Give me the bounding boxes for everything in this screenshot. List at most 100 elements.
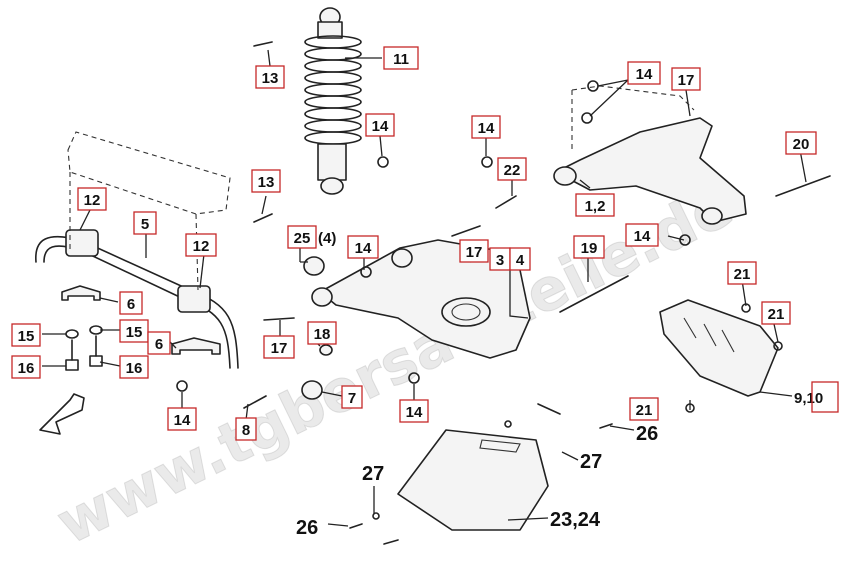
callouts: 11 13 14 13 14 22 1,2 14 17 20 14 12 5 1… — [11, 46, 839, 539]
svg-text:1,2: 1,2 — [585, 198, 606, 215]
svg-text:21: 21 — [734, 266, 751, 283]
callout-21-bottom: 21 — [629, 397, 659, 421]
callout-20: 20 — [785, 131, 817, 155]
svg-text:3: 3 — [496, 252, 504, 269]
callout-7: 7 — [341, 385, 363, 409]
callout-14-arm-bottom: 14 — [625, 223, 659, 247]
foot-plate — [397, 429, 549, 531]
shock-absorber — [304, 7, 362, 195]
svg-text:14: 14 — [478, 120, 495, 137]
svg-text:(4): (4) — [318, 230, 336, 247]
stabilizer-link — [301, 380, 323, 400]
svg-text:20: 20 — [793, 136, 810, 153]
callout-17-lower: 17 — [263, 335, 295, 359]
callout-9-10: 9,10 — [794, 381, 839, 413]
callout-26-left: 26 — [296, 517, 318, 539]
svg-text:16: 16 — [18, 360, 35, 377]
clamp-left — [61, 285, 101, 301]
svg-text:7: 7 — [348, 390, 356, 407]
svg-text:16: 16 — [126, 360, 143, 377]
svg-text:21: 21 — [768, 306, 785, 323]
clamp-right — [171, 337, 221, 355]
svg-text:14: 14 — [355, 240, 372, 257]
svg-text:5: 5 — [141, 216, 149, 233]
svg-text:14: 14 — [174, 412, 191, 429]
callout-14-arm: 14 — [627, 61, 661, 85]
callout-14-left: 14 — [167, 407, 197, 431]
svg-text:6: 6 — [155, 336, 163, 353]
skid-plate — [659, 299, 779, 397]
callout-13-bottom: 13 — [251, 169, 281, 193]
callout-6-bottom: 6 — [147, 331, 171, 355]
svg-text:19: 19 — [581, 240, 598, 257]
leader-lines — [42, 49, 807, 527]
callout-19: 19 — [573, 235, 605, 259]
svg-text:15: 15 — [18, 328, 35, 345]
callout-17-arm: 17 — [671, 67, 701, 91]
callout-5: 5 — [133, 211, 157, 235]
svg-text:13: 13 — [262, 70, 279, 87]
callout-21-top: 21 — [727, 261, 757, 285]
svg-text:23,24: 23,24 — [550, 509, 601, 531]
svg-text:9,10: 9,10 — [794, 390, 823, 407]
callout-25-4: 25 (4) — [287, 225, 336, 249]
callout-14-mid: 14 — [347, 235, 379, 259]
direction-arrow — [39, 393, 85, 435]
lower-a-arm — [311, 239, 531, 359]
callout-12-right: 12 — [185, 233, 217, 257]
svg-text:26: 26 — [296, 517, 318, 539]
callout-17-mid: 17 — [459, 239, 489, 263]
callout-4: 4 — [509, 247, 531, 271]
callout-6-top: 6 — [119, 291, 143, 315]
callout-21-right: 21 — [761, 301, 791, 325]
callout-26-right: 26 — [636, 423, 658, 445]
bolt-19 — [559, 275, 629, 313]
stabilizer-bar — [35, 229, 239, 369]
svg-text:26: 26 — [636, 423, 658, 445]
upper-a-arm — [553, 117, 747, 225]
callout-1-2: 1,2 — [575, 193, 615, 217]
callout-3: 3 — [489, 247, 511, 271]
callout-22: 22 — [497, 157, 527, 181]
svg-text:21: 21 — [636, 402, 653, 419]
frame-reference — [67, 131, 231, 291]
svg-text:22: 22 — [504, 162, 521, 179]
callout-15-left: 15 — [11, 323, 41, 347]
svg-text:14: 14 — [372, 118, 389, 135]
svg-text:12: 12 — [84, 192, 101, 209]
callout-14-lower: 14 — [399, 399, 429, 423]
bushing-25 — [303, 256, 325, 276]
svg-text:18: 18 — [314, 326, 331, 343]
bushing-18 — [319, 344, 333, 356]
svg-text:11: 11 — [393, 51, 409, 68]
bolt-20 — [775, 175, 831, 197]
callout-14-upper: 14 — [471, 115, 501, 139]
callout-23-24: 23,24 — [550, 509, 601, 531]
svg-text:14: 14 — [634, 228, 651, 245]
callout-12-left: 12 — [77, 187, 107, 211]
callout-14-shock: 14 — [365, 113, 395, 137]
fasteners — [176, 41, 783, 545]
svg-text:13: 13 — [258, 174, 275, 191]
svg-text:27: 27 — [362, 463, 384, 485]
callout-8: 8 — [235, 417, 257, 441]
svg-text:17: 17 — [466, 244, 483, 261]
svg-text:27: 27 — [580, 451, 602, 473]
svg-text:12: 12 — [193, 238, 210, 255]
callout-16-right: 16 — [119, 355, 149, 379]
svg-text:4: 4 — [516, 252, 525, 269]
svg-text:14: 14 — [406, 404, 423, 421]
upper-arm-reference — [571, 85, 695, 150]
callout-27-right: 27 — [580, 451, 602, 473]
svg-text:25: 25 — [294, 230, 311, 247]
callout-11: 11 — [383, 46, 419, 70]
svg-text:14: 14 — [636, 66, 653, 83]
svg-text:17: 17 — [678, 72, 695, 89]
callout-16-left: 16 — [11, 355, 41, 379]
svg-text:6: 6 — [127, 296, 135, 313]
svg-text:8: 8 — [242, 422, 250, 439]
callout-27-left: 27 — [362, 463, 384, 485]
callout-13-top: 13 — [255, 65, 285, 89]
